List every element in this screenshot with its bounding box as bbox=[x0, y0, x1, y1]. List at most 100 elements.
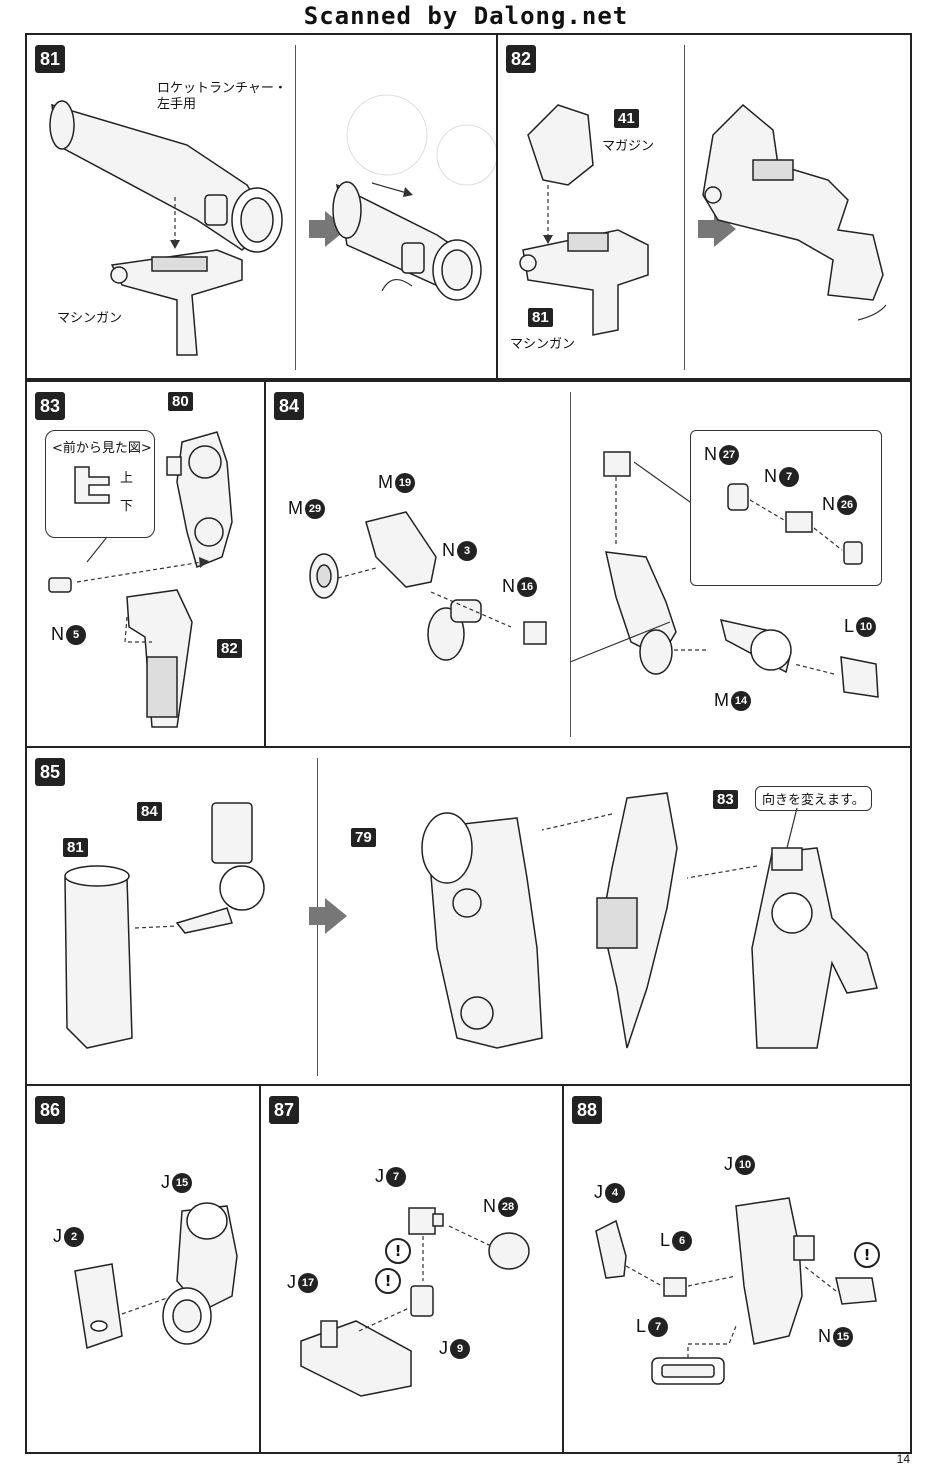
top-label: 上 bbox=[120, 471, 134, 486]
part-letter: N bbox=[818, 1326, 831, 1346]
part-number: 29 bbox=[305, 498, 325, 519]
step-number: 81 bbox=[35, 45, 65, 73]
part-letter: J bbox=[161, 1172, 170, 1192]
part-number: 7 bbox=[779, 466, 799, 487]
magazine-label: マガジン bbox=[602, 139, 655, 154]
part-letter: M bbox=[714, 690, 729, 710]
part-letter: J bbox=[594, 1182, 603, 1202]
part-number: 17 bbox=[298, 1272, 318, 1293]
part-number: 3 bbox=[457, 540, 477, 561]
part-letter: L bbox=[636, 1316, 647, 1336]
part-number: 16 bbox=[517, 576, 537, 597]
orientation-note: 向きを変えます。 bbox=[755, 786, 872, 811]
step-83-panel: 83 80 82 <前から見た図> 上 下 N 5 bbox=[25, 380, 266, 748]
part-n5-label: N 5 bbox=[51, 624, 86, 645]
part-letter: N bbox=[502, 576, 515, 596]
part-number: 2 bbox=[64, 1226, 84, 1247]
part-letter: M bbox=[378, 472, 393, 492]
step-divider bbox=[684, 45, 685, 370]
left-hand-label: 左手用 bbox=[157, 97, 197, 112]
step-88-illustration bbox=[595, 1197, 877, 1385]
part-letter: N bbox=[764, 466, 777, 486]
part-number: 10 bbox=[735, 1154, 755, 1175]
part-number: 26 bbox=[837, 494, 857, 515]
step-number: 87 bbox=[269, 1096, 299, 1124]
step-number: 85 bbox=[35, 758, 65, 786]
part-number: 19 bbox=[395, 472, 415, 493]
part-letter: J bbox=[439, 1338, 448, 1358]
part-letter: N bbox=[704, 444, 717, 464]
part-number: 28 bbox=[498, 1196, 518, 1217]
step-87-illustration bbox=[300, 1207, 530, 1397]
part-number: 7 bbox=[648, 1316, 669, 1337]
part-letter: N bbox=[51, 624, 64, 644]
step-number: 86 bbox=[35, 1096, 65, 1124]
next-arrow-icon bbox=[309, 898, 347, 934]
step-85-panel: 85 84 81 79 83 向きを変えます。 bbox=[25, 746, 912, 1086]
step-81-illustration bbox=[49, 94, 496, 356]
part-letter: L bbox=[844, 616, 855, 636]
part-number: 6 bbox=[672, 1230, 693, 1251]
step-number: 84 bbox=[274, 392, 304, 420]
part-number: 27 bbox=[719, 444, 739, 465]
part-letter: J bbox=[53, 1226, 62, 1246]
part-84-tag: 84 bbox=[137, 802, 162, 821]
step-81-panel: 81 ロケットランチャー・ 左手用 マシンガン bbox=[25, 33, 498, 380]
part-number: 14 bbox=[731, 690, 751, 711]
caution-icon: ! bbox=[385, 1238, 411, 1264]
part-number: 4 bbox=[605, 1182, 625, 1203]
part-number: 5 bbox=[66, 624, 86, 645]
step-number: 82 bbox=[506, 45, 536, 73]
caution-icon: ! bbox=[375, 1268, 401, 1294]
front-view-title: <前から見た図> bbox=[52, 441, 152, 456]
scanner-watermark: Scanned by Dalong.net bbox=[303, 2, 629, 30]
part-letter: L bbox=[660, 1230, 671, 1250]
part-79-tag: 79 bbox=[351, 828, 376, 847]
part-82-tag: 82 bbox=[217, 639, 242, 658]
part-letter: N bbox=[442, 540, 455, 560]
page-number: 14 bbox=[896, 1452, 910, 1466]
step-85-illustration bbox=[64, 792, 878, 1049]
step-number: 88 bbox=[572, 1096, 602, 1124]
part-81-tag: 81 bbox=[63, 838, 88, 857]
step-82-panel: 82 41 マガジン 81 マシンガン bbox=[496, 33, 912, 380]
bottom-label: 下 bbox=[120, 499, 134, 514]
part-number: 9 bbox=[450, 1338, 470, 1359]
machine-gun-label: マシンガン bbox=[510, 337, 576, 352]
step-divider bbox=[570, 392, 571, 737]
step-83-illustration bbox=[48, 431, 233, 728]
part-letter: J bbox=[724, 1154, 733, 1174]
part-letter: J bbox=[287, 1272, 296, 1292]
step-84-illustration bbox=[309, 451, 879, 698]
part-letter: N bbox=[483, 1196, 496, 1216]
part-83-tag: 83 bbox=[713, 790, 738, 809]
part-number: 10 bbox=[856, 616, 877, 637]
part-number: 15 bbox=[172, 1172, 192, 1193]
machine-gun-label: マシンガン bbox=[57, 311, 123, 326]
step-86-illustration bbox=[74, 1202, 238, 1349]
part-number: 15 bbox=[833, 1326, 853, 1347]
part-81-tag: 81 bbox=[528, 308, 553, 327]
step-82-illustration bbox=[519, 103, 887, 336]
step-divider bbox=[295, 45, 296, 370]
